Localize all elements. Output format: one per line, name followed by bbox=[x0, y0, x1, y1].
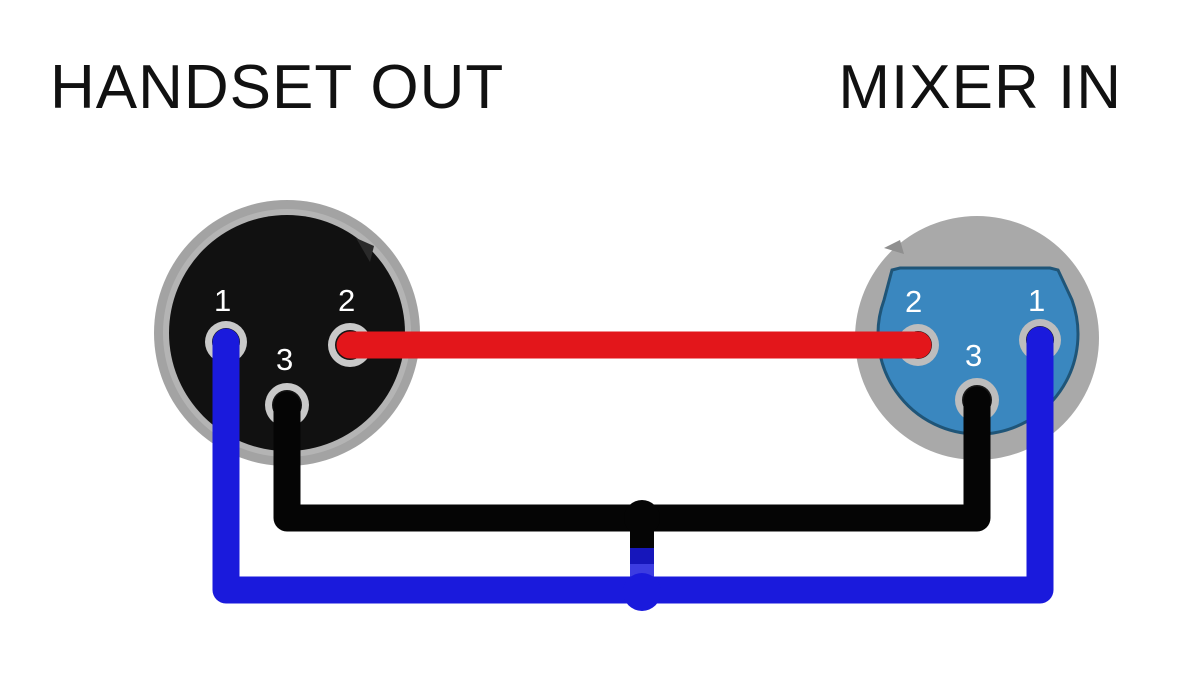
handset-connector-notch bbox=[356, 238, 374, 262]
pin-3-wire bbox=[273, 386, 991, 532]
mixer-pin-3-label: 3 bbox=[965, 338, 982, 373]
mixer-in-heading: MIXER IN bbox=[838, 53, 1122, 122]
mixer-pin-1-label: 1 bbox=[1028, 283, 1045, 318]
mixer-connector-notch bbox=[884, 240, 904, 254]
handset-pin-3-label: 3 bbox=[276, 342, 293, 377]
pin-1-wire-junction bbox=[623, 573, 661, 611]
handset-out-heading: HANDSET OUT bbox=[50, 53, 505, 122]
handset-pin-2-label: 2 bbox=[338, 283, 355, 318]
mixer-pin-2-label: 2 bbox=[905, 284, 922, 319]
handset-pin-1-label: 1 bbox=[214, 283, 231, 318]
